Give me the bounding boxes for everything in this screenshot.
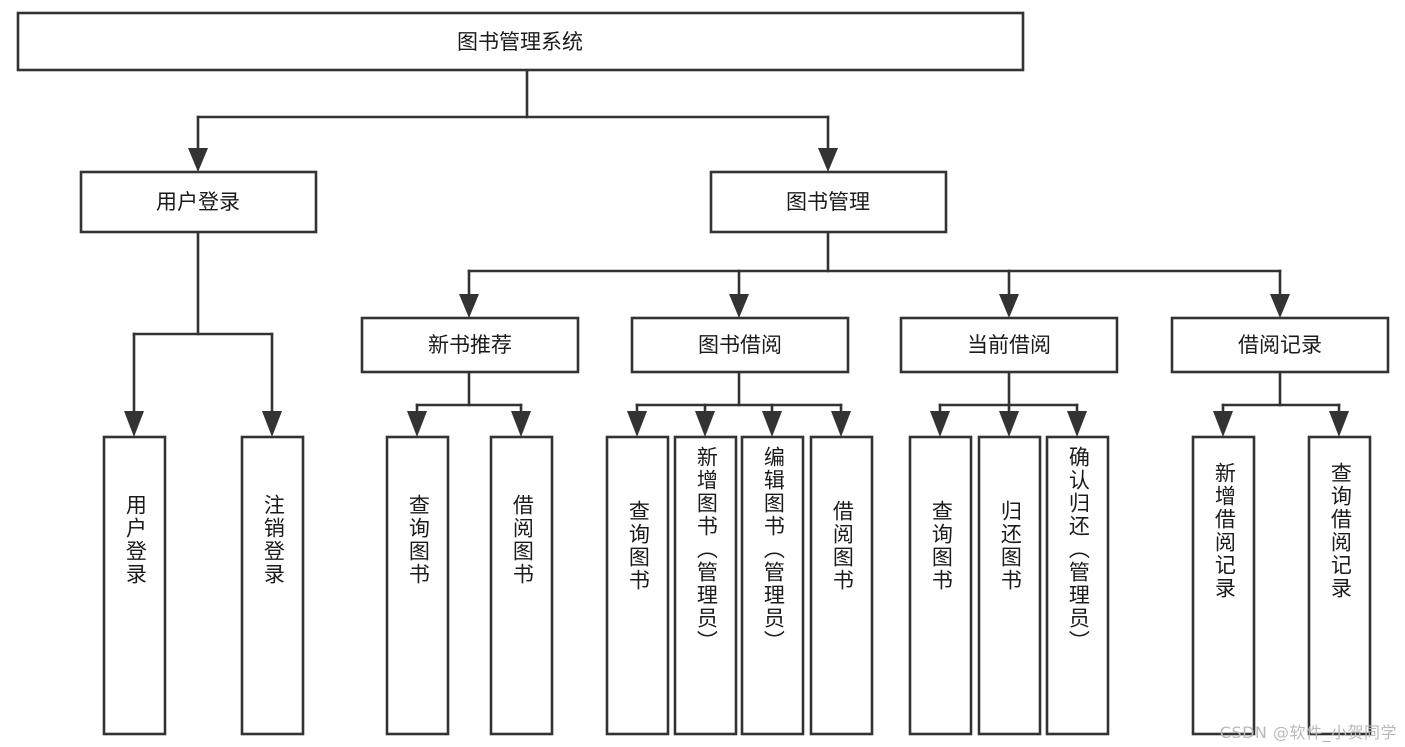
arrow-head-bb-leaf-1 [627, 411, 647, 437]
node-root-label: 图书管理系统 [457, 30, 583, 54]
arrow-head-nb-leaf-2 [511, 411, 531, 437]
csdn-watermark: CSDN @软件_小贺同学 [1219, 723, 1397, 742]
node-user-login-box[interactable] [79, 170, 318, 234]
arrow-head-bb-leaf-3 [762, 411, 782, 437]
arrow-head-bb-leaf-4 [831, 411, 851, 437]
node-user-login-label: 用户登录 [156, 190, 240, 214]
leaf-box-cb-confirm-return[interactable] [1045, 435, 1110, 736]
leaf-box-user-login[interactable] [102, 435, 167, 736]
arrow-head-cb-leaf-3 [1067, 411, 1087, 437]
connector-layer [124, 68, 1349, 437]
arrow-head-cb-leaf-1 [930, 411, 950, 437]
node-borrow-record-box[interactable] [1170, 316, 1390, 374]
leaf-box-bb-edit-book[interactable] [740, 435, 805, 736]
arrow-head-book-borrow [729, 294, 749, 318]
node-new-book-recommend-box[interactable] [360, 316, 580, 374]
leaf-box-nb-query-book[interactable] [385, 435, 450, 736]
leaf-box-nb-borrow-book[interactable] [489, 435, 554, 736]
node-current-borrow-box[interactable] [899, 316, 1119, 374]
arrow-head-br-leaf-1 [1213, 411, 1233, 437]
node-root-box[interactable] [16, 11, 1025, 72]
leaf-box-bb-borrow-book[interactable] [809, 435, 874, 736]
node-book-borrow-box[interactable] [630, 316, 850, 374]
arrow-head-current-borrow [999, 294, 1019, 318]
leaf-box-bb-add-book[interactable] [673, 435, 738, 736]
arrow-head-cb-leaf-2 [999, 411, 1019, 437]
leaf-box-bb-query-book[interactable] [605, 435, 670, 736]
arrow-head-user-login [188, 148, 208, 172]
node-borrow-record-label: 借阅记录 [1238, 333, 1322, 357]
leaf-box-cb-return-book[interactable] [977, 435, 1042, 736]
node-book-manage-label: 图书管理 [786, 190, 870, 214]
node-current-borrow-label: 当前借阅 [967, 333, 1051, 357]
leaf-box-br-add-record[interactable] [1191, 435, 1256, 736]
node-book-borrow-label: 图书借阅 [698, 333, 782, 357]
arrow-head-leaf-logout [262, 411, 282, 437]
arrow-head-br-leaf-2 [1329, 411, 1349, 437]
arrow-head-leaf-user-login [124, 411, 144, 437]
node-new-book-recommend-label: 新书推荐 [428, 333, 512, 357]
node-book-manage-box[interactable] [709, 170, 948, 234]
leaf-box-br-query-record[interactable] [1307, 435, 1372, 736]
arrow-head-nb-leaf-1 [407, 411, 427, 437]
arrow-head-borrow-record [1270, 294, 1290, 318]
leaf-box-logout[interactable] [240, 435, 305, 736]
arrow-head-book-manage [818, 148, 838, 172]
arrow-head-new-book [459, 294, 479, 318]
leaf-box-cb-query-book[interactable] [908, 435, 973, 736]
node-layer: 图书管理系统 用户登录 图书管理 新书推荐 图书借阅 当前借阅 借阅记录 [16, 11, 1390, 736]
arrow-head-bb-leaf-2 [695, 411, 715, 437]
